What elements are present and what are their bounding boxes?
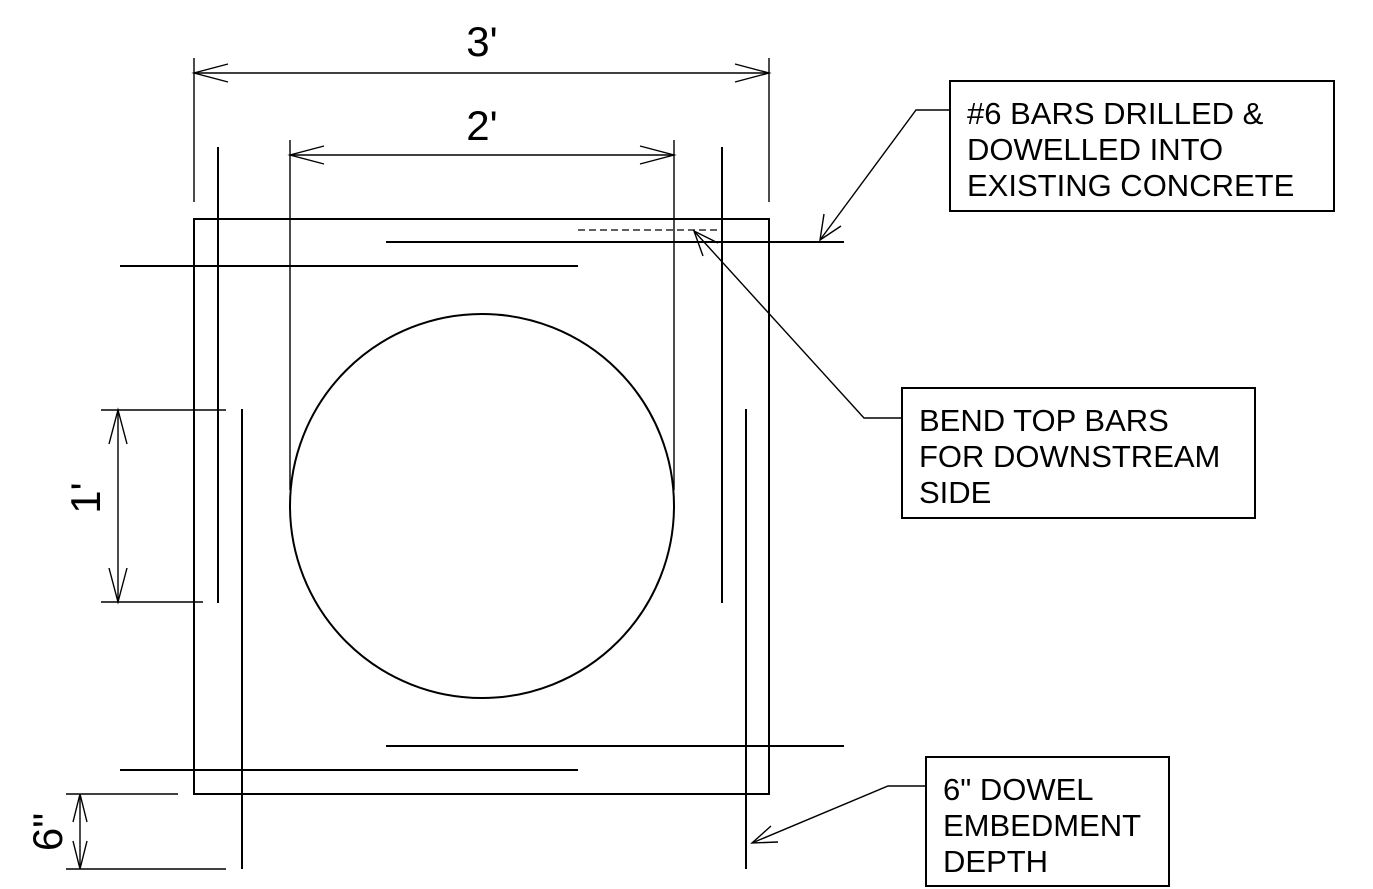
- note-embedment-line-1: 6" DOWEL: [943, 772, 1094, 807]
- note-dowel-bars-line-3: EXISTING CONCRETE: [967, 168, 1295, 203]
- dimension-3ft: [191, 58, 772, 202]
- note-dowel-bars-line-1: #6 BARS DRILLED &: [967, 96, 1264, 131]
- note-bend-bars-line-3: SIDE: [919, 475, 992, 510]
- dimension-1ft: [101, 407, 226, 605]
- dimension-2ft-label: 2': [466, 102, 497, 149]
- note-dowel-bars: #6 BARS DRILLED & DOWELLED INTO EXISTING…: [949, 80, 1335, 212]
- note-embedment-line-3: DEPTH: [943, 844, 1049, 879]
- dimension-3ft-label: 3': [466, 18, 497, 65]
- dimension-6in: [66, 793, 226, 870]
- leader-bend-bars: [692, 229, 901, 419]
- horizontal-rebars: [120, 241, 844, 771]
- note-bend-bars-line-2: FOR DOWNSTREAM: [919, 439, 1221, 474]
- leader-embedment: [750, 785, 925, 844]
- pipe-opening-circle: [289, 313, 675, 699]
- note-bend-bars-line-1: BEND TOP BARS: [919, 403, 1169, 438]
- note-embedment-line-2: EMBEDMENT: [943, 808, 1142, 843]
- dimension-6in-label: 6": [24, 813, 71, 851]
- leader-dowel-bars: [819, 109, 949, 242]
- dimension-2ft: [287, 140, 677, 490]
- note-embedment-depth: 6" DOWEL EMBEDMENT DEPTH: [925, 756, 1170, 887]
- note-dowel-bars-line-2: DOWELLED INTO: [967, 132, 1224, 167]
- note-bend-bars: BEND TOP BARS FOR DOWNSTREAM SIDE: [901, 387, 1256, 519]
- dimension-1ft-label: 1': [62, 482, 109, 513]
- concrete-block-outline: [193, 218, 770, 795]
- vertical-rebars: [217, 147, 747, 869]
